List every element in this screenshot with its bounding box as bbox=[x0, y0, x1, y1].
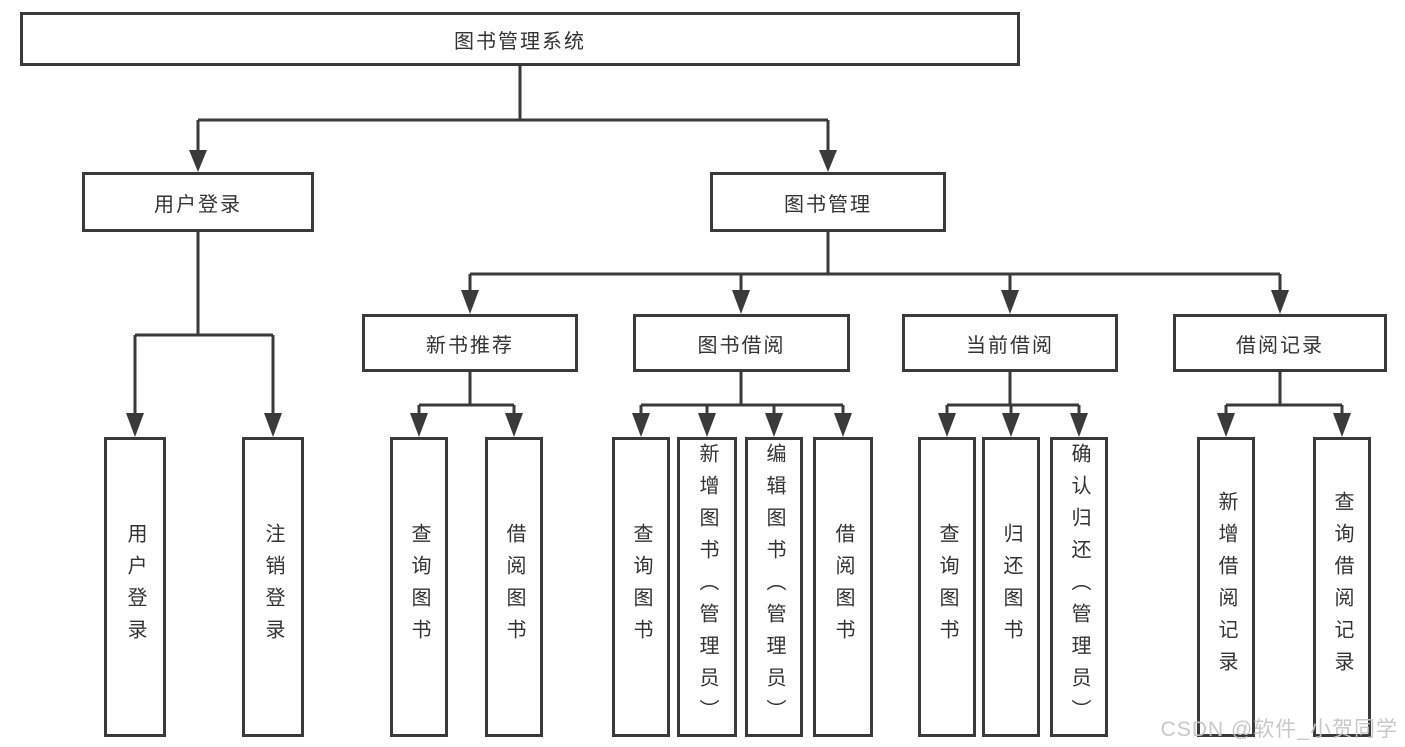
node-new-book-recommendation: 新书推荐 bbox=[362, 314, 578, 372]
arrow-down-icon bbox=[189, 150, 207, 172]
arrow-down-icon bbox=[1070, 413, 1088, 437]
node-book-borrowing: 图书借阅 bbox=[633, 314, 850, 372]
leaf-edit-book-admin: 编辑图书（管理员） bbox=[745, 437, 803, 737]
leaf-borrow-books: 借阅图书 bbox=[813, 437, 873, 737]
leaf-label: 确认归还（管理员） bbox=[1068, 443, 1090, 731]
node-user-login-branch: 用户登录 bbox=[82, 172, 314, 232]
leaf-add-borrow-record: 新增借阅记录 bbox=[1197, 437, 1255, 737]
leaf-query-books-current: 查询图书 bbox=[918, 437, 976, 737]
leaf-label: 新增借阅记录 bbox=[1215, 491, 1237, 683]
arrow-down-icon bbox=[410, 413, 428, 437]
arrow-down-icon bbox=[126, 413, 144, 437]
csdn-watermark: CSDN @软件_小贺同学 bbox=[1160, 718, 1398, 741]
arrow-down-icon bbox=[732, 290, 750, 314]
arrow-down-icon bbox=[1333, 413, 1351, 437]
leaf-borrow-books-recommend: 借阅图书 bbox=[485, 437, 543, 737]
leaf-query-books-recommend: 查询图书 bbox=[390, 437, 448, 737]
arrow-down-icon bbox=[698, 413, 716, 437]
node-label: 当前借阅 bbox=[966, 334, 1054, 357]
leaf-user-login: 用户登录 bbox=[104, 437, 166, 737]
leaf-label: 查询借阅记录 bbox=[1331, 491, 1353, 683]
arrow-down-icon bbox=[834, 413, 852, 437]
leaf-label: 注销登录 bbox=[262, 523, 284, 651]
leaf-label: 借阅图书 bbox=[832, 523, 854, 651]
leaf-label: 编辑图书（管理员） bbox=[763, 443, 785, 731]
leaf-label: 归还图书 bbox=[1000, 523, 1022, 651]
leaf-label: 借阅图书 bbox=[503, 523, 525, 651]
node-library-system-root: 图书管理系统 bbox=[20, 12, 1020, 66]
leaf-label: 查询图书 bbox=[630, 523, 652, 651]
node-current-borrowing: 当前借阅 bbox=[902, 314, 1118, 372]
arrow-down-icon bbox=[264, 413, 282, 437]
arrow-down-icon bbox=[505, 413, 523, 437]
leaf-query-books-borrowing: 查询图书 bbox=[612, 437, 670, 737]
leaf-label: 新增图书（管理员） bbox=[696, 443, 718, 731]
arrow-down-icon bbox=[1271, 290, 1289, 314]
leaf-label: 用户登录 bbox=[124, 523, 146, 651]
tree-edges bbox=[133, 66, 1344, 415]
node-label: 新书推荐 bbox=[426, 334, 514, 357]
node-label: 用户登录 bbox=[154, 193, 242, 216]
node-book-management-branch: 图书管理 bbox=[710, 172, 946, 232]
arrow-down-icon bbox=[1217, 413, 1235, 437]
arrow-down-icon bbox=[1002, 413, 1020, 437]
leaf-query-borrow-record: 查询借阅记录 bbox=[1313, 437, 1371, 737]
arrow-down-icon bbox=[765, 413, 783, 437]
node-borrowing-records: 借阅记录 bbox=[1173, 314, 1387, 372]
node-label: 图书借阅 bbox=[697, 334, 786, 357]
node-label: 图书管理 bbox=[784, 193, 872, 216]
arrow-down-icon bbox=[632, 413, 650, 437]
arrow-down-icon bbox=[1001, 290, 1019, 314]
arrow-down-icon bbox=[819, 150, 837, 172]
arrow-down-icon bbox=[461, 290, 479, 314]
leaf-return-book: 归还图书 bbox=[982, 437, 1040, 737]
leaf-logout: 注销登录 bbox=[242, 437, 304, 737]
node-label: 图书管理系统 bbox=[454, 30, 586, 53]
leaf-label: 查询图书 bbox=[936, 523, 958, 651]
leaf-label: 查询图书 bbox=[408, 523, 430, 651]
arrowhead-icons bbox=[126, 150, 1351, 437]
leaf-add-book-admin: 新增图书（管理员） bbox=[677, 437, 737, 737]
node-label: 借阅记录 bbox=[1236, 334, 1324, 357]
arrow-down-icon bbox=[938, 413, 956, 437]
leaf-confirm-return-admin: 确认归还（管理员） bbox=[1050, 437, 1108, 737]
